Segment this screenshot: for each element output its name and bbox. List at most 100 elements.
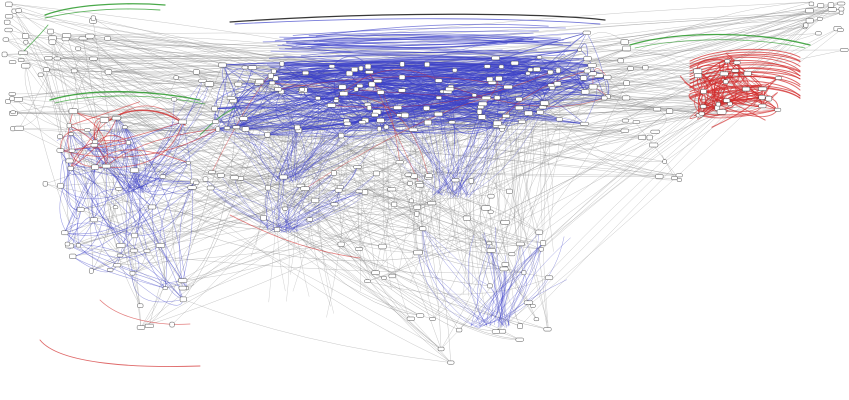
graph-edge: [125, 170, 135, 274]
graph-edge: [94, 149, 189, 168]
graph-node: [547, 69, 554, 75]
graph-node: [279, 174, 288, 180]
graph-edge: [281, 63, 348, 125]
graph-edge: [116, 264, 184, 306]
graph-node: [232, 125, 241, 130]
graph-edge: [234, 18, 601, 25]
graph-edge: [64, 126, 126, 234]
graph-edge: [210, 187, 281, 233]
graph-edge: [72, 165, 107, 257]
graph-node: [217, 173, 225, 178]
graph-node: [817, 16, 823, 21]
graph-node: [224, 126, 231, 130]
graph-node: [549, 86, 556, 90]
graph-edge: [482, 87, 553, 105]
graph-node: [1, 51, 8, 58]
graph-edge: [70, 168, 183, 281]
graph-edge: [213, 113, 228, 129]
graph-node: [356, 83, 364, 88]
graph-node: [3, 19, 11, 25]
graph-edge: [625, 97, 779, 111]
graph-edge: [586, 32, 609, 97]
graph-edge: [427, 97, 605, 123]
graph-node: [530, 303, 536, 308]
graph-node: [387, 187, 397, 192]
graph-node: [274, 87, 282, 92]
graph-node: [650, 129, 660, 134]
graph-node: [148, 204, 157, 210]
graph-node: [15, 8, 22, 13]
graph-node: [61, 230, 69, 236]
graph-edge: [285, 172, 335, 231]
graph-node: [524, 110, 533, 116]
graph-edge: [124, 126, 139, 189]
graph-node: [536, 109, 544, 115]
graph-edge: [502, 243, 526, 323]
graph-node: [617, 58, 624, 64]
graph-edge: [274, 176, 285, 231]
graph-edge: [99, 299, 191, 325]
graph-edge: [468, 104, 471, 297]
graph-edge: [160, 88, 747, 246]
graph-edge: [72, 256, 166, 289]
graph-edge: [475, 272, 525, 323]
graph-node: [8, 92, 16, 96]
graph-node: [361, 189, 369, 195]
graph-edge: [183, 299, 452, 363]
graph-node: [71, 68, 78, 74]
graph-node: [398, 74, 406, 80]
graph-node: [21, 63, 31, 69]
graph-node: [69, 253, 77, 259]
graph-node: [226, 96, 236, 100]
graph-edge: [701, 105, 763, 117]
graph-edge: [711, 88, 764, 128]
graph-node: [364, 279, 371, 284]
graph-node: [481, 95, 491, 100]
graph-edge: [417, 252, 479, 329]
graph-node: [694, 73, 703, 78]
graph-edge: [514, 107, 543, 245]
graph-node: [715, 102, 721, 107]
graph-edge: [205, 178, 288, 233]
graph-edge: [689, 53, 801, 67]
graph-node: [406, 316, 415, 321]
graph-edge: [470, 268, 506, 326]
graph-edge: [182, 106, 704, 281]
graph-node: [416, 313, 425, 318]
graph-edge: [374, 114, 442, 195]
graph-node: [486, 248, 496, 253]
graph-node: [404, 172, 412, 177]
graph-node: [75, 46, 82, 51]
graph-node: [116, 243, 126, 248]
graph-edge: [68, 125, 153, 208]
graph-node: [178, 285, 187, 291]
graph-node: [351, 67, 359, 73]
graph-edge: [479, 133, 495, 246]
graph-edge: [689, 51, 801, 65]
graph-node: [376, 118, 385, 123]
graph-node: [506, 188, 513, 194]
graph-node: [398, 88, 406, 93]
graph-edge: [442, 91, 460, 195]
graph-edge: [68, 101, 140, 126]
graph-edge: [134, 181, 195, 236]
graph-node: [445, 86, 455, 92]
graph-edge: [267, 187, 294, 231]
graph-node: [515, 105, 524, 111]
graph-node: [642, 65, 649, 71]
graph-edge: [285, 188, 306, 231]
graph-edge: [263, 217, 452, 363]
graph-node: [621, 118, 629, 123]
graph-node: [588, 83, 598, 90]
graph-edge: [282, 120, 366, 182]
graph-edge: [400, 114, 435, 193]
graph-node: [581, 89, 590, 95]
graph-edge: [56, 133, 72, 141]
graph-node: [366, 105, 372, 111]
graph-node: [491, 329, 500, 334]
graph-edge: [221, 64, 246, 130]
graph-edge: [291, 37, 562, 44]
graph-edge: [437, 116, 483, 194]
graph-node: [603, 74, 612, 80]
graph-node: [719, 71, 729, 76]
